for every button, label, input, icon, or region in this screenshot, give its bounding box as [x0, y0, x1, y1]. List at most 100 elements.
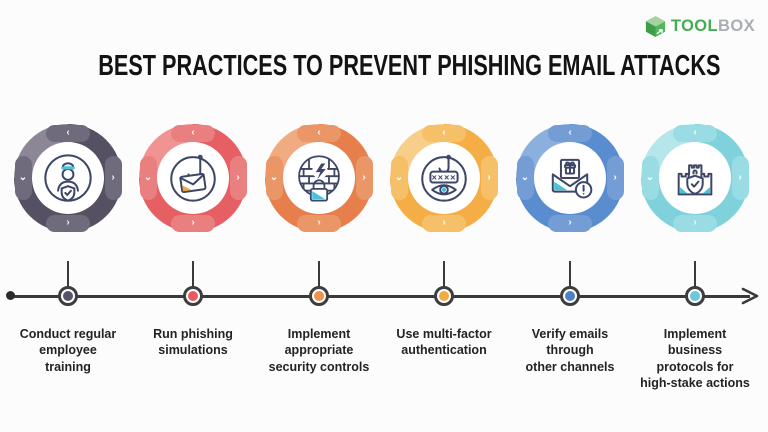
timeline-node-dot: [63, 291, 73, 301]
chevron-glyph: ›: [613, 172, 617, 183]
timeline-node-dot: [439, 291, 449, 301]
phishing-email-icon: [164, 149, 222, 207]
timeline-stem: [66, 261, 70, 296]
step-label: Run phishing simulations: [153, 327, 233, 358]
chevron-left-icon: ‹: [548, 124, 592, 142]
chevron-glyph: ›: [111, 172, 115, 183]
logo-wordmark: TOOLBOX: [671, 18, 755, 35]
step-label: Implement appropriate security controls: [268, 327, 370, 374]
step-label: Conduct regular employee training: [19, 327, 117, 374]
chevron-right-icon: ›: [480, 156, 498, 200]
chevron-glyph: ‹: [568, 127, 572, 138]
chevron-down-icon: ⌄: [390, 156, 408, 200]
castle-shield-icon: [666, 149, 724, 207]
chevron-glyph: ›: [738, 172, 742, 183]
ring-step-4: ‹ › ⌄ › ××××: [390, 124, 498, 232]
step-business-protocols: ‹ › ⌄ › Implement business protocols for…: [630, 124, 760, 428]
ring-step-5: ‹ › ⌄ ›: [516, 124, 624, 232]
chevron-right-icon: ›: [104, 156, 122, 200]
chevron-glyph: ›: [191, 217, 195, 228]
chevron-down-icon: ⌄: [265, 156, 283, 200]
toolbox-logo: TOOLBOX: [645, 15, 755, 38]
chevron-right-icon: ›: [229, 156, 247, 200]
logo-text-tool: TOOL: [670, 17, 719, 36]
timeline-node: [434, 286, 454, 306]
chevron-glyph: ⌄: [269, 172, 279, 183]
chevron-right-icon: ›: [422, 214, 466, 232]
timeline-node-dot: [314, 291, 324, 301]
timeline-node: [685, 286, 705, 306]
step-phishing-simulations: ‹ › ⌄ › Run phishing simulations: [128, 124, 258, 428]
chevron-down-icon: ⌄: [641, 156, 659, 200]
chevron-left-icon: ‹: [422, 124, 466, 142]
chevron-right-icon: ›: [46, 214, 90, 232]
ring-step-2: ‹ › ⌄ ›: [139, 124, 247, 232]
timeline-node: [58, 286, 78, 306]
timeline-stem: [693, 261, 697, 296]
chevron-right-icon: ›: [171, 214, 215, 232]
chevron-right-icon: ›: [548, 214, 592, 232]
logo-text-box: BOX: [718, 17, 755, 36]
svg-text:××××: ××××: [432, 172, 457, 182]
chevron-glyph: ‹: [191, 127, 195, 138]
page-title: BEST PRACTICES TO PREVENT PHISHING EMAIL…: [0, 50, 768, 83]
chevron-glyph: ›: [317, 217, 321, 228]
timeline-start-dot: [6, 291, 15, 300]
timeline-node: [183, 286, 203, 306]
firewall-lock-icon: [290, 149, 348, 207]
chevron-right-icon: ›: [731, 156, 749, 200]
chevron-glyph: ›: [66, 217, 70, 228]
chevron-glyph: ⌄: [143, 172, 153, 183]
timeline-line: [10, 295, 750, 298]
page-title-text: BEST PRACTICES TO PREVENT PHISHING EMAIL…: [98, 50, 721, 82]
chevron-right-icon: ›: [297, 214, 341, 232]
step-multi-factor-auth: ‹ › ⌄ › ×××× Use multi-factor authentica…: [379, 124, 509, 428]
chevron-glyph: ›: [442, 217, 446, 228]
step-label: Implement business protocols for high-st…: [640, 327, 750, 390]
step-security-controls: ‹ › ⌄ › Implement appropriate security: [254, 124, 384, 428]
ring-step-6: ‹ › ⌄ ›: [641, 124, 749, 232]
chevron-left-icon: ‹: [673, 124, 717, 142]
security-guard-icon: [39, 149, 97, 207]
chevron-left-icon: ‹: [46, 124, 90, 142]
chevron-glyph: ›: [362, 172, 366, 183]
timeline-node-dot: [188, 291, 198, 301]
timeline-node: [309, 286, 329, 306]
ring-hole: [32, 142, 104, 214]
chevron-right-icon: ›: [606, 156, 624, 200]
step-label: Verify emails through other channels: [525, 327, 615, 374]
timeline-stem: [442, 261, 446, 296]
chevron-right-icon: ›: [673, 214, 717, 232]
chevron-glyph: ›: [693, 217, 697, 228]
chevron-down-icon: ⌄: [139, 156, 157, 200]
chevron-glyph: ⌄: [394, 172, 404, 183]
chevron-glyph: ›: [487, 172, 491, 183]
chevron-glyph: ‹: [442, 127, 446, 138]
ring-step-1: ‹ › ⌄ ›: [14, 124, 122, 232]
timeline-stem: [568, 261, 572, 296]
chevron-glyph: ‹: [66, 127, 70, 138]
ring-step-3: ‹ › ⌄ ›: [265, 124, 373, 232]
chevron-glyph: ⌄: [18, 172, 28, 183]
timeline-arrow-icon: [741, 287, 759, 305]
chevron-glyph: ‹: [693, 127, 697, 138]
mail-alert-icon: [541, 149, 599, 207]
timeline-node-dot: [565, 291, 575, 301]
step-employee-training: ‹ › ⌄ › Conduct regular employee trainin…: [3, 124, 133, 428]
step-verify-emails: ‹ › ⌄ › Verify emails through other chan…: [505, 124, 635, 428]
toolbox-cube-icon: [645, 16, 666, 37]
chevron-glyph: ‹: [317, 127, 321, 138]
chevron-down-icon: ⌄: [516, 156, 534, 200]
chevron-left-icon: ‹: [171, 124, 215, 142]
step-label: Use multi-factor authentication: [396, 327, 492, 358]
chevron-glyph: ⌄: [520, 172, 530, 183]
chevron-right-icon: ›: [355, 156, 373, 200]
chevron-glyph: ›: [236, 172, 240, 183]
timeline-stem: [191, 261, 195, 296]
password-eye-icon: ××××: [415, 149, 473, 207]
chevron-glyph: ⌄: [645, 172, 655, 183]
chevron-down-icon: ⌄: [14, 156, 32, 200]
chevron-glyph: ›: [568, 217, 572, 228]
timeline-node-dot: [690, 291, 700, 301]
